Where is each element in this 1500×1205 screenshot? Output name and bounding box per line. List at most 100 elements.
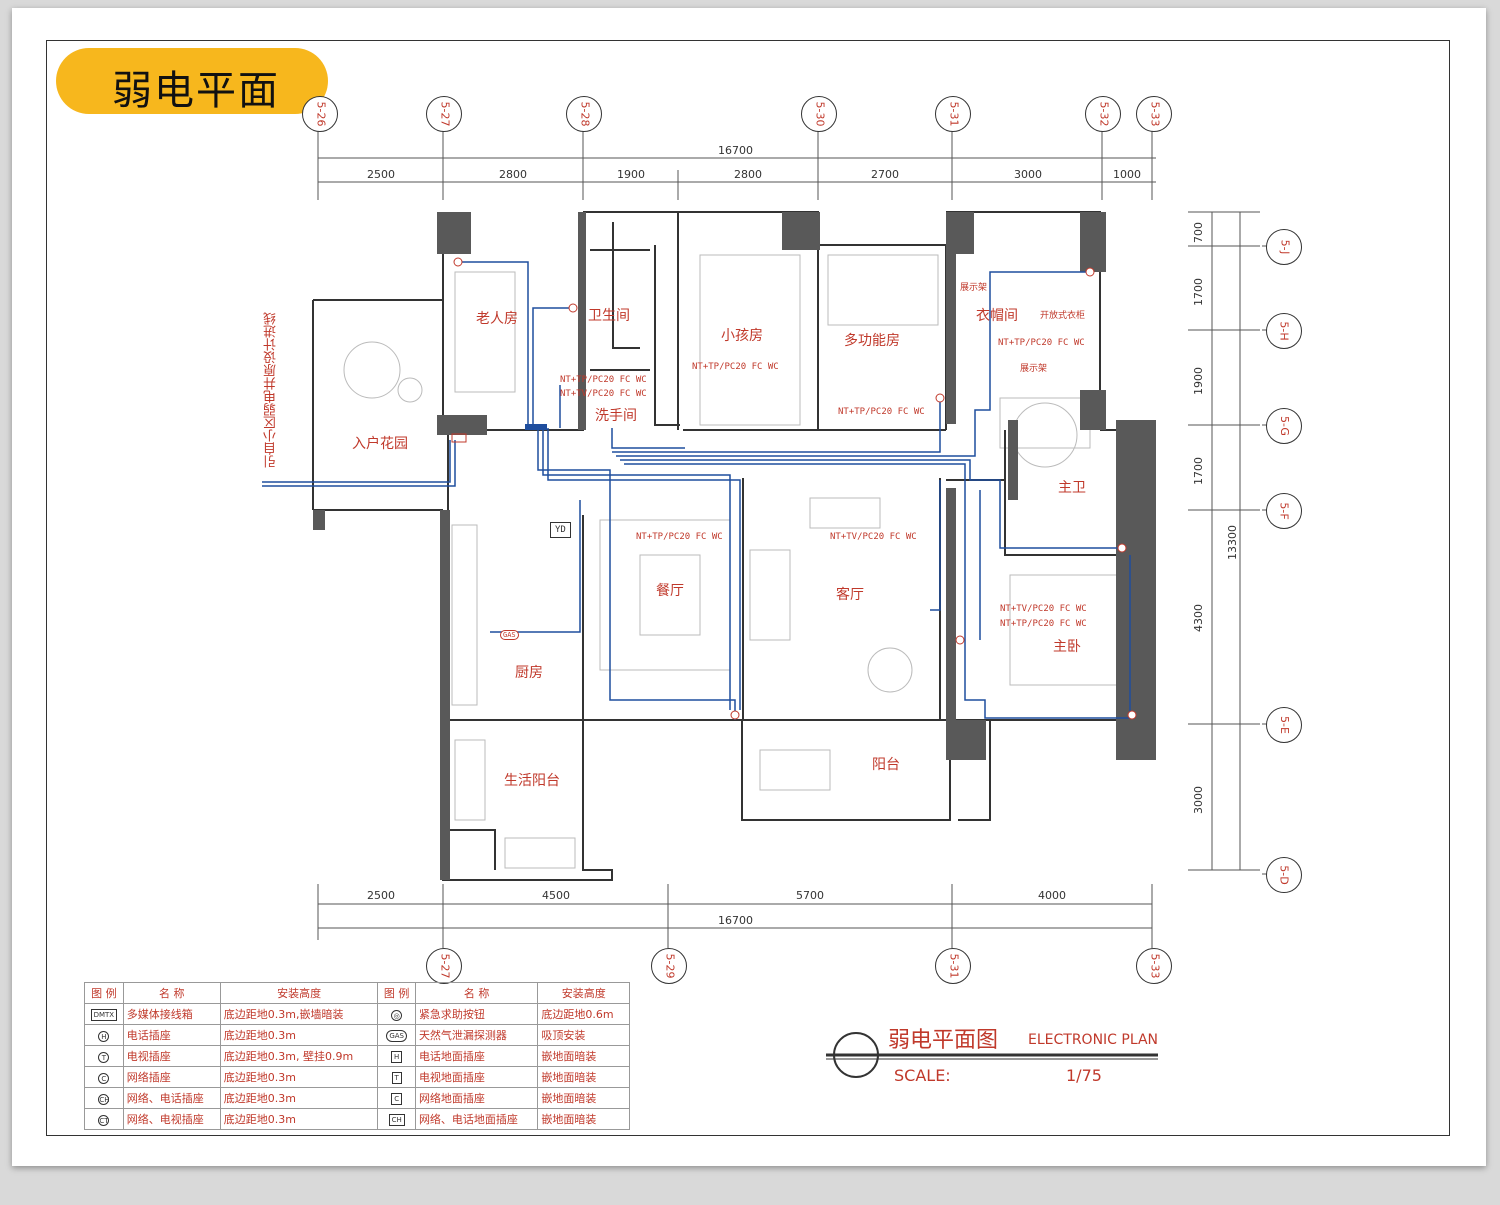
legend-symbol: CH <box>388 1114 405 1126</box>
scale-label: SCALE: <box>894 1066 951 1085</box>
dim-right-seg: 4300 <box>1192 604 1205 632</box>
room-note: 展示架 <box>1020 364 1048 374</box>
axis-right-3: 5-G <box>1266 408 1302 444</box>
legend-symbol: C <box>98 1072 110 1084</box>
axis-bottom-3: 5-31 <box>935 948 971 984</box>
axis-top-2: 5-27 <box>426 96 462 132</box>
legend-symbol: T <box>98 1051 110 1063</box>
legend-header: 图 例 <box>84 982 124 1004</box>
legend-row: H 电话插座 底边距地0.3m GAS 天然气泄漏探测器 吸顶安装 <box>84 1024 630 1046</box>
wiring-note: NT+TP/PC20 FC WC <box>560 375 647 385</box>
wiring-note: NT+TV/PC20 FC WC <box>1000 604 1087 614</box>
wiring-note: NT+TP/PC20 FC WC <box>838 407 925 417</box>
dim-right-total: 13300 <box>1226 525 1239 560</box>
wiring-note: NT+TP/PC20 FC WC <box>692 362 779 372</box>
page-title: 弱电平面 <box>112 68 280 114</box>
legend-row: CH 网络、电话插座 底边距地0.3m C 网络地面插座 嵌地面暗装 <box>84 1087 630 1109</box>
scale-value: 1/75 <box>1066 1066 1102 1085</box>
dim-right-seg: 3000 <box>1192 786 1205 814</box>
drawing-frame <box>46 40 1450 1136</box>
title-badge <box>56 48 328 114</box>
room-label: 客厅 <box>836 587 864 603</box>
legend-row: T 电视插座 底边距地0.3m, 壁挂0.9m H 电话地面插座 嵌地面暗装 <box>84 1045 630 1067</box>
legend-height: 嵌地面暗装 <box>537 1108 630 1130</box>
legend-symbol: GAS <box>386 1030 407 1042</box>
legend-symbol: DMTX <box>90 1009 118 1021</box>
dim-bottom-seg: 5700 <box>796 889 824 902</box>
dim-top-seg: 3000 <box>1014 168 1042 181</box>
wiring-note: NT+TV/PC20 FC WC <box>560 389 647 399</box>
legend-name: 网络、电话插座 <box>122 1087 221 1109</box>
axis-top-3: 5-28 <box>566 96 602 132</box>
legend-row: C 网络插座 底边距地0.3m T 电视地面插座 嵌地面暗装 <box>84 1066 630 1088</box>
dim-top-seg: 2700 <box>871 168 899 181</box>
axis-right-2: 5-H <box>1266 313 1302 349</box>
room-label: 老人房 <box>476 311 518 327</box>
legend-height: 底边距地0.6m <box>537 1003 630 1025</box>
legend-table: 图 例 名 称 安装高度 图 例 名 称 安装高度 DMTX 多媒体接线箱 底边… <box>84 982 630 1130</box>
legend-symbol: T <box>391 1072 402 1084</box>
drawing-title-en: ELECTRONIC PLAN <box>1028 1032 1159 1048</box>
legend-name: 电视地面插座 <box>414 1066 539 1088</box>
room-label: 入户花园 <box>352 436 408 452</box>
room-label: 餐厅 <box>656 583 684 599</box>
axis-bottom-2: 5-29 <box>651 948 687 984</box>
legend-header: 名 称 <box>122 982 221 1004</box>
legend-name: 电话地面插座 <box>414 1045 539 1067</box>
wiring-note: NT+TP/PC20 FC WC <box>636 532 723 542</box>
legend-height: 底边距地0.3m <box>219 1108 379 1130</box>
legend-name: 网络、电视插座 <box>122 1108 221 1130</box>
dim-right-seg: 1700 <box>1192 457 1205 485</box>
legend-height: 嵌地面暗装 <box>537 1087 630 1109</box>
room-label: 阳台 <box>872 757 900 773</box>
wiring-note: NT+TP/PC20 FC WC <box>998 338 1085 348</box>
axis-bottom-4: 5-33 <box>1136 948 1172 984</box>
room-label: 衣帽间 <box>976 308 1018 324</box>
legend-name: 多媒体接线箱 <box>122 1003 221 1025</box>
dim-right-seg: 700 <box>1192 222 1205 243</box>
legend-height: 嵌地面暗装 <box>537 1066 630 1088</box>
legend-name: 电话插座 <box>122 1024 221 1046</box>
legend-symbol: CH <box>98 1093 110 1105</box>
room-label: 洗手间 <box>595 408 637 424</box>
gas-detector: GAS <box>500 630 519 640</box>
legend-symbol: CT <box>98 1114 110 1126</box>
room-label: 主卫 <box>1058 480 1086 496</box>
yd-box: YD <box>550 522 571 538</box>
axis-bottom-1: 5-27 <box>426 948 462 984</box>
legend-header: 图 例 <box>377 982 416 1004</box>
dim-bottom-seg: 4000 <box>1038 889 1066 902</box>
legend-symbol: H <box>391 1051 403 1063</box>
legend-height: 底边距地0.3m, 壁挂0.9m <box>219 1045 379 1067</box>
dim-bottom-seg: 4500 <box>542 889 570 902</box>
room-label: 多功能房 <box>844 333 900 349</box>
dim-top-seg: 1000 <box>1113 168 1141 181</box>
dim-right-seg: 1900 <box>1192 367 1205 395</box>
axis-right-5: 5-E <box>1266 707 1302 743</box>
legend-symbol: ◎ <box>391 1009 403 1021</box>
axis-top-6: 5-32 <box>1085 96 1121 132</box>
room-label: 生活阳台 <box>504 773 560 789</box>
dim-bottom-total: 16700 <box>718 914 753 927</box>
axis-top-4: 5-30 <box>801 96 837 132</box>
legend-header: 安装高度 <box>537 982 630 1004</box>
legend-row: DMTX 多媒体接线箱 底边距地0.3m,嵌墙暗装 ◎ 紧急求助按钮 底边距地0… <box>84 1003 630 1025</box>
legend-height: 嵌地面暗装 <box>537 1045 630 1067</box>
dim-top-total: 16700 <box>718 144 753 157</box>
dim-top-seg: 2800 <box>499 168 527 181</box>
legend-row: CT 网络、电视插座 底边距地0.3m CH 网络、电话地面插座 嵌地面暗装 <box>84 1108 630 1130</box>
legend-height: 吸顶安装 <box>537 1024 630 1046</box>
legend-height: 底边距地0.3m <box>219 1087 379 1109</box>
room-label: 厨房 <box>515 665 543 681</box>
axis-top-7: 5-33 <box>1136 96 1172 132</box>
legend-height: 底边距地0.3m,嵌墙暗装 <box>219 1003 379 1025</box>
dim-top-seg: 2500 <box>367 168 395 181</box>
legend-height: 底边距地0.3m <box>219 1024 379 1046</box>
room-note: 开放式衣柜 <box>1040 311 1086 321</box>
legend-name: 电视插座 <box>122 1045 221 1067</box>
legend-name: 天然气泄漏探测器 <box>414 1024 539 1046</box>
dim-top-seg: 2800 <box>734 168 762 181</box>
legend-name: 网络、电话地面插座 <box>414 1108 539 1130</box>
incoming-line-label: 引自小区弱电井原设计进线 <box>264 312 279 468</box>
